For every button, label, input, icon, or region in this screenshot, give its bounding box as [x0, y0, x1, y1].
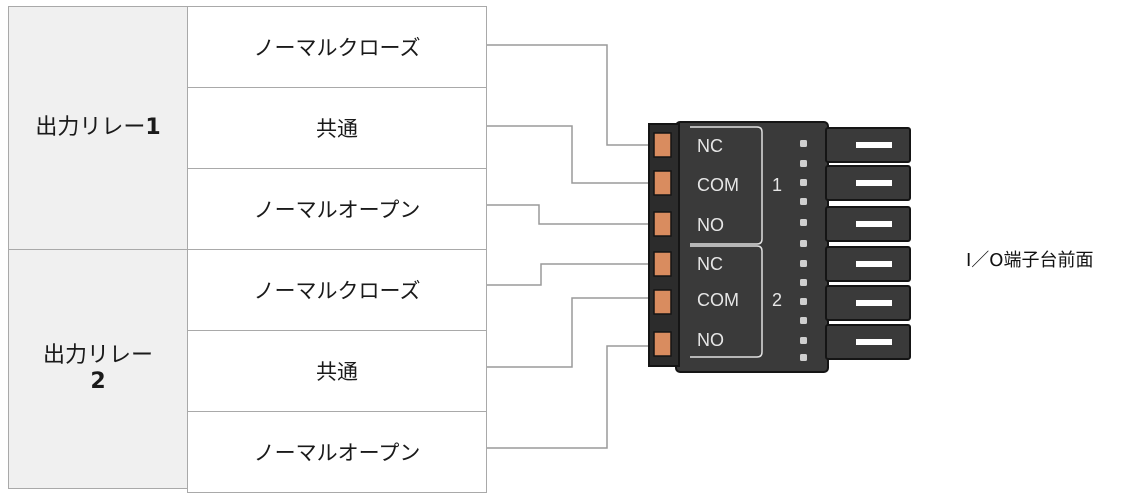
- relay-2-common-cell: 共通: [187, 330, 487, 412]
- relay-1-number: 1: [145, 115, 161, 140]
- wire-relay2-nc: [487, 263, 652, 286]
- pin-label-g1-com: COM: [697, 175, 739, 195]
- relay-2-name: 出力リレー: [42, 343, 153, 368]
- release-tab-1: [653, 132, 672, 158]
- relay-2-normally-closed-cell: ノーマルクローズ: [187, 249, 487, 331]
- group-1-outline: [690, 126, 763, 245]
- release-tab-3: [653, 211, 672, 237]
- relay-1-name: 出力リレー: [35, 115, 146, 140]
- terminal-clamp-strip: [648, 123, 680, 367]
- relay-2-common-label: 共通: [316, 360, 358, 384]
- wire-relay1-no: [487, 204, 652, 225]
- relay-2-normally-open-cell: ノーマルオープン: [187, 411, 487, 493]
- group-1-number: 1: [772, 175, 782, 195]
- release-tab-2: [653, 170, 672, 196]
- terminal-screw-dots: [800, 140, 807, 361]
- wire-relay1-com: [487, 125, 652, 184]
- relay-1-common-label: 共通: [316, 117, 358, 141]
- relay-2-normally-closed-label: ノーマルクローズ: [253, 279, 421, 303]
- relay-1-normally-open-label: ノーマルオープン: [253, 198, 421, 222]
- group-2-outline: [690, 245, 763, 358]
- wire-relay1-nc: [487, 44, 652, 146]
- pin-label-g2-nc: NC: [697, 254, 723, 274]
- group-2-number: 2: [772, 290, 782, 310]
- relay-2-number: 2: [90, 369, 106, 394]
- connector-fingers: [825, 127, 911, 360]
- release-tab-4: [653, 251, 672, 277]
- relay-1-normally-closed-label: ノーマルクローズ: [253, 36, 421, 60]
- release-tab-5: [653, 289, 672, 315]
- io-terminal-front-label: I／O端子台前面: [966, 250, 1094, 271]
- wire-relay2-no: [487, 345, 652, 449]
- io-terminal-block: NC COM NO 1 NC COM NO 2: [648, 121, 911, 373]
- relay-2-label-cell: 出力リレー 2: [8, 249, 188, 489]
- release-tab-6: [653, 331, 672, 357]
- connection-wires: [487, 44, 652, 449]
- pin-label-g2-no: NO: [697, 330, 724, 350]
- relay-1-normally-closed-cell: ノーマルクローズ: [187, 6, 487, 88]
- relay-1-normally-open-cell: ノーマルオープン: [187, 168, 487, 250]
- relay-2-normally-open-label: ノーマルオープン: [253, 441, 421, 465]
- wire-relay2-com: [487, 297, 652, 368]
- pin-label-g1-no: NO: [697, 215, 724, 235]
- connector-finger-slots: [856, 142, 892, 345]
- pin-label-g2-com: COM: [697, 290, 739, 310]
- pin-label-g1-nc: NC: [697, 136, 723, 156]
